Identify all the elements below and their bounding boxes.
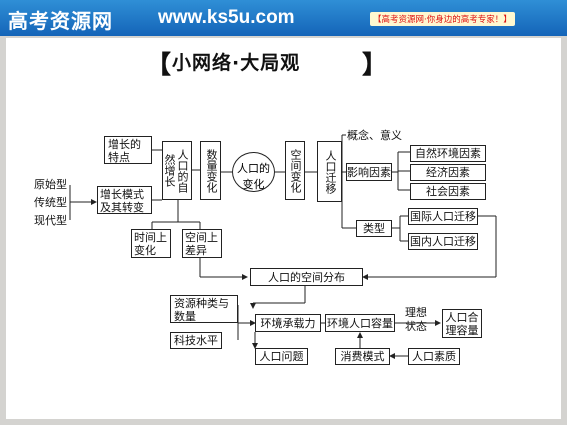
node-space-diff: 空间上差异 xyxy=(182,229,222,258)
node-migration: 人口迁移 xyxy=(317,141,342,202)
node-ideal-state: 理想状态 xyxy=(405,306,427,333)
node-spatial-change: 空间变化 xyxy=(285,141,305,200)
node-intl-migration: 国际人口迁移 xyxy=(408,208,478,225)
node-quantity-change: 数量变化 xyxy=(200,141,221,200)
node-modern: 现代型 xyxy=(34,214,67,227)
node-population-problem: 人口问题 xyxy=(255,348,308,365)
node-quality: 人口素质 xyxy=(408,348,460,365)
node-consumption: 消费模式 xyxy=(335,348,390,365)
node-traditional: 传统型 xyxy=(34,196,67,209)
node-natural-env: 自然环境因素 xyxy=(410,145,486,162)
page-title: 小网络·大局观 xyxy=(172,52,301,74)
node-tech: 科技水平 xyxy=(170,332,222,349)
node-reasonable-capacity: 人口合理容量 xyxy=(442,309,482,338)
node-factors: 影响因素 xyxy=(346,163,392,181)
node-population-change: 人口的变化 xyxy=(232,152,275,192)
node-growth-mode: 增长模式及其转变 xyxy=(97,186,152,214)
node-concept: 概念、意义 xyxy=(347,129,402,142)
site-url[interactable]: www.ks5u.com xyxy=(158,7,295,28)
node-growth-features: 增长的特点 xyxy=(104,136,152,164)
node-spatial-distribution: 人口的空间分布 xyxy=(250,268,363,286)
node-env-population-capacity: 环境人口容量 xyxy=(325,314,395,332)
node-natural-growth: 人口的自然增长 xyxy=(162,141,192,200)
site-slogan: 【高考资源网·你身边的高考专家！】 xyxy=(370,12,515,26)
node-primitive: 原始型 xyxy=(34,178,67,191)
node-types: 类型 xyxy=(356,220,392,237)
title-bracket-left: 【 xyxy=(146,50,172,79)
brand-logo-text: 高考资源网 xyxy=(8,9,113,33)
node-env-capacity: 环境承载力 xyxy=(255,314,321,332)
node-domestic-migration: 国内人口迁移 xyxy=(408,233,478,250)
node-economic: 经济因素 xyxy=(410,164,486,181)
site-banner: 高考资源网 www.ks5u.com 【高考资源网·你身边的高考专家！】 xyxy=(0,0,567,36)
title-bracket-right: 】 xyxy=(362,50,388,79)
node-resources: 资源种类与数量 xyxy=(170,295,238,323)
node-social: 社会因素 xyxy=(410,183,486,200)
node-time-change: 时间上变化 xyxy=(131,229,171,258)
